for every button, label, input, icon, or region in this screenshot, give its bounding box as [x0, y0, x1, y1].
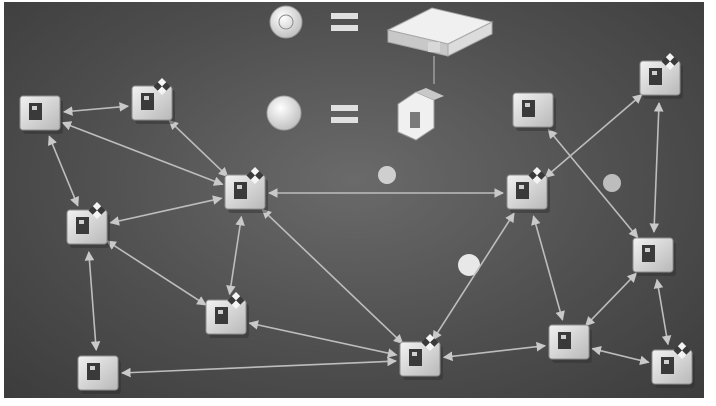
link-arrow	[48, 135, 79, 207]
token-dot-icon	[603, 174, 621, 192]
token-dot-icon	[378, 166, 396, 184]
link-arrow	[442, 341, 547, 362]
links	[48, 93, 672, 378]
link-arrow	[248, 320, 398, 358]
link-arrow	[121, 356, 397, 378]
legend-group	[266, 5, 494, 141]
station-node-icon[interactable]	[19, 95, 63, 134]
link-arrow	[432, 212, 515, 341]
equals-icon	[331, 105, 358, 123]
coin-icon	[269, 5, 303, 39]
link-arrow	[649, 102, 664, 233]
equals-icon	[331, 13, 358, 31]
station-node-icon[interactable]	[399, 334, 443, 380]
link-arrow	[84, 250, 101, 352]
station-node-icon[interactable]	[548, 324, 592, 363]
station-node-icon[interactable]	[639, 53, 683, 99]
link-arrow	[544, 93, 643, 179]
house-icon	[397, 88, 444, 141]
nodes	[19, 53, 695, 394]
station-node-icon[interactable]	[651, 342, 695, 388]
sphere-icon	[266, 95, 302, 131]
warehouse-icon	[386, 7, 494, 57]
station-node-icon[interactable]	[77, 355, 121, 394]
station-node-icon[interactable]	[131, 78, 175, 124]
link-arrow	[585, 272, 637, 327]
link-arrow	[61, 121, 224, 186]
link-arrow	[109, 195, 223, 226]
link-arrow	[547, 128, 639, 239]
link-arrow	[62, 102, 130, 116]
link-arrow	[261, 208, 404, 345]
station-node-icon[interactable]	[224, 167, 268, 213]
link-arrow	[106, 240, 207, 306]
station-node-icon[interactable]	[205, 292, 249, 338]
station-node-icon[interactable]	[512, 92, 556, 131]
flag-badge-icon	[246, 167, 264, 184]
station-node-icon[interactable]	[632, 237, 676, 276]
link-arrow	[168, 119, 229, 178]
link-arrow	[226, 215, 245, 296]
link-arrow	[591, 346, 650, 365]
link-arrow	[531, 215, 565, 321]
station-node-icon[interactable]	[506, 167, 550, 213]
flag-badge-icon	[88, 202, 106, 219]
station-node-icon[interactable]	[66, 202, 110, 248]
tokens	[378, 166, 621, 276]
link-arrow	[653, 278, 672, 346]
